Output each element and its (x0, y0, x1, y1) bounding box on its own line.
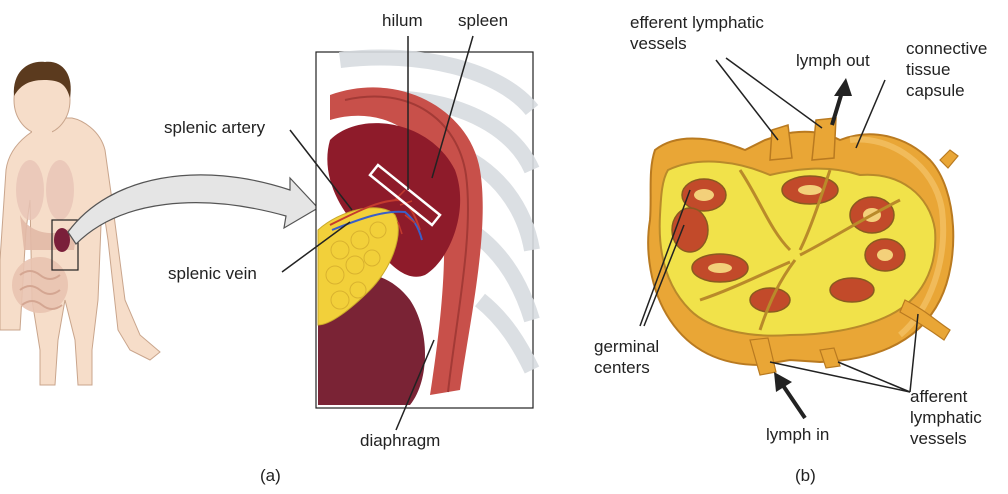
label-lymph-in: lymph in (766, 424, 829, 445)
label-afferent-lymphatic-vessels: afferent lymphatic vessels (910, 386, 982, 449)
label-lymph-out: lymph out (796, 50, 870, 71)
label-splenic-artery: splenic artery (164, 117, 265, 138)
label-splenic-vein: splenic vein (168, 263, 257, 284)
label-hilum: hilum (382, 10, 423, 31)
caption-a: (a) (260, 466, 281, 486)
label-efferent-lymphatic-vessels: efferent lymphatic vessels (630, 12, 764, 54)
label-spleen: spleen (458, 10, 508, 31)
caption-b: (b) (795, 466, 816, 486)
spleen-detail (316, 52, 533, 408)
lymph-node (648, 118, 958, 375)
label-connective-tissue-capsule: connective tissue capsule (906, 38, 987, 101)
label-germinal-centers: germinal centers (594, 336, 659, 378)
label-diaphragm: diaphragm (360, 430, 440, 451)
